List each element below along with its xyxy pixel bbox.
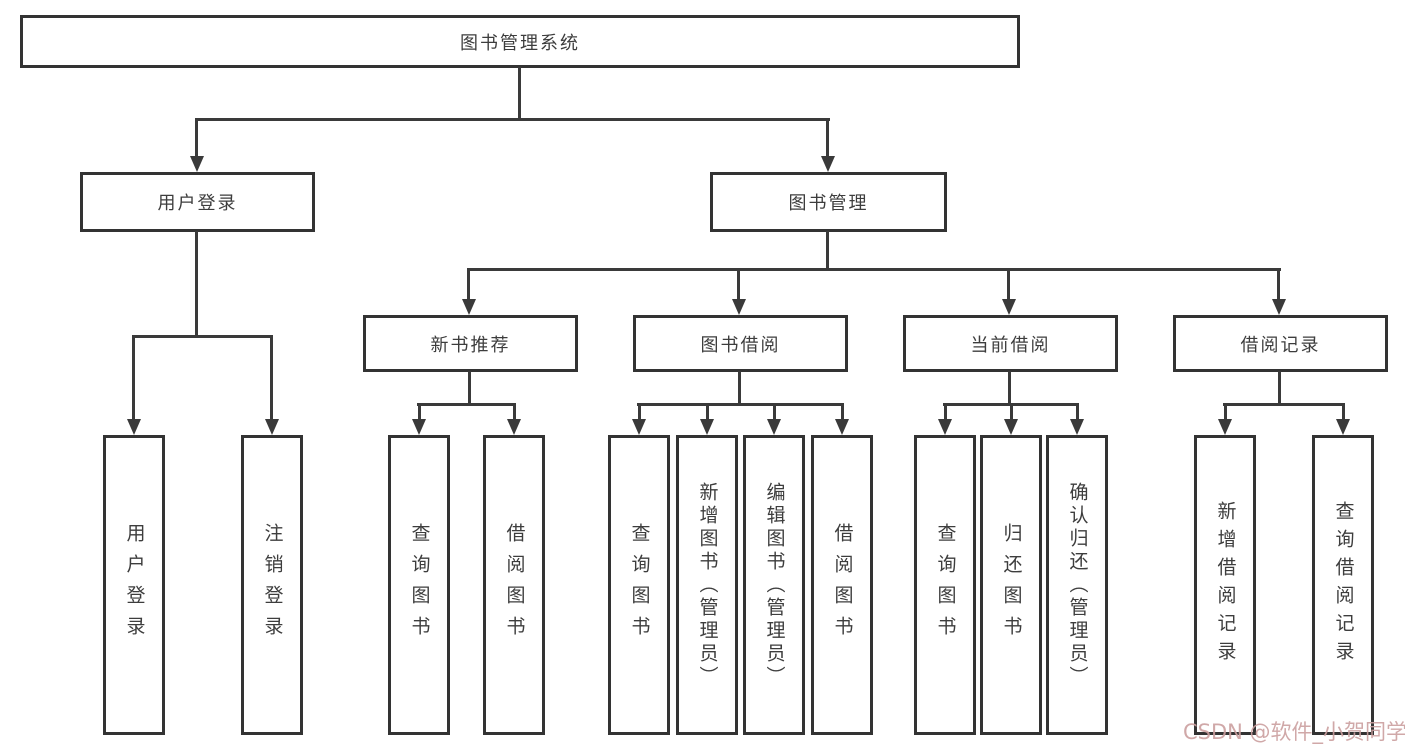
- node-book-management-label: 图书管理: [788, 193, 869, 214]
- arrow-down-icon: [127, 419, 141, 435]
- leaf-label: 编辑图书（管理员）: [763, 481, 786, 689]
- csdn-watermark: CSDN @软件_小贺同学: [1183, 720, 1405, 744]
- edge-current-borrow-stem: [1008, 371, 1011, 405]
- leaf-cb-confirm-return-admin: 确认归还（管理员）: [1046, 435, 1108, 735]
- edge-book-borrow-branch: [637, 403, 844, 406]
- arrow-down-icon: [1070, 419, 1084, 435]
- leaf-label: 注销登录: [261, 523, 284, 647]
- edge-book-management-branch: [467, 268, 1281, 271]
- edge-to-leaf: [1076, 403, 1079, 421]
- edge-to-leaf: [1010, 403, 1013, 421]
- leaf-label: 查询图书: [628, 523, 651, 647]
- node-current-borrow: 当前借阅: [903, 315, 1118, 372]
- edge-borrow-records-stem: [1278, 371, 1281, 405]
- edge-new-book-branch: [417, 403, 516, 406]
- leaf-label: 归还图书: [1000, 523, 1023, 647]
- leaf-user-login: 用户登录: [103, 435, 165, 735]
- node-borrow-records-label: 借阅记录: [1240, 334, 1321, 356]
- leaf-bb-query-books: 查询图书: [608, 435, 670, 735]
- edge-to-leaf: [132, 335, 135, 421]
- edge-borrow-records-branch: [1223, 403, 1345, 406]
- arrow-down-icon: [1272, 299, 1286, 315]
- edge-to-module: [737, 268, 740, 301]
- edge-to-leaf: [773, 403, 776, 421]
- node-user-login: 用户登录: [80, 172, 315, 232]
- node-book-borrow: 图书借阅: [633, 315, 848, 372]
- arrow-down-icon: [507, 419, 521, 435]
- root-node-label: 图书管理系统: [460, 32, 580, 54]
- arrow-down-icon: [1004, 419, 1018, 435]
- edge-to-module: [1007, 268, 1010, 301]
- node-new-book-recommend: 新书推荐: [363, 315, 578, 372]
- arrow-down-icon: [700, 419, 714, 435]
- leaf-label: 借阅图书: [831, 523, 854, 647]
- edge-to-leaf: [841, 403, 844, 421]
- arrow-down-icon: [1218, 419, 1232, 435]
- leaf-label: 查询图书: [934, 523, 957, 647]
- arrow-down-icon: [1002, 299, 1016, 315]
- leaf-nb-borrow-books: 借阅图书: [483, 435, 545, 735]
- leaf-label: 查询图书: [408, 523, 431, 647]
- arrow-down-icon: [938, 419, 952, 435]
- edge-to-leaf: [944, 403, 947, 421]
- edge-to-leaf: [418, 403, 421, 421]
- leaf-rec-query-record: 查询借阅记录: [1312, 435, 1374, 735]
- arrow-down-icon: [190, 156, 204, 172]
- edge-to-module: [467, 268, 470, 301]
- node-current-borrow-label: 当前借阅: [970, 334, 1051, 356]
- edge-user-login-stem: [195, 231, 198, 337]
- edge-to-leaf: [638, 403, 641, 421]
- edge-book-management-stem: [826, 231, 829, 270]
- edge-new-book-stem: [468, 371, 471, 405]
- node-user-login-label: 用户登录: [157, 193, 238, 214]
- node-borrow-records: 借阅记录: [1173, 315, 1388, 372]
- arrow-down-icon: [835, 419, 849, 435]
- leaf-bb-edit-books-admin: 编辑图书（管理员）: [743, 435, 805, 735]
- edge-user-login-branch: [132, 335, 273, 338]
- arrow-down-icon: [632, 419, 646, 435]
- leaf-logout: 注销登录: [241, 435, 303, 735]
- arrow-down-icon: [732, 299, 746, 315]
- node-new-book-recommend-label: 新书推荐: [430, 334, 511, 356]
- edge-to-module: [1277, 268, 1280, 301]
- leaf-label: 新增图书（管理员）: [696, 481, 719, 689]
- edge-book-borrow-stem: [738, 371, 741, 405]
- leaf-label: 用户登录: [123, 523, 146, 647]
- edge-to-leaf: [1342, 403, 1345, 421]
- leaf-rec-add-record: 新增借阅记录: [1194, 435, 1256, 735]
- edge-to-leaf: [513, 403, 516, 421]
- node-book-borrow-label: 图书借阅: [700, 334, 781, 356]
- edge-to-leaf: [1224, 403, 1227, 421]
- edge-to-user-login: [195, 118, 198, 158]
- arrow-down-icon: [462, 299, 476, 315]
- arrow-down-icon: [412, 419, 426, 435]
- leaf-label: 借阅图书: [503, 523, 526, 647]
- leaf-label: 新增借阅记录: [1214, 501, 1237, 669]
- leaf-bb-add-books-admin: 新增图书（管理员）: [676, 435, 738, 735]
- edge-to-leaf: [706, 403, 709, 421]
- edge-root-stem: [518, 67, 521, 120]
- leaf-label: 确认归还（管理员）: [1066, 481, 1089, 689]
- arrow-down-icon: [767, 419, 781, 435]
- arrow-down-icon: [821, 156, 835, 172]
- leaf-nb-query-books: 查询图书: [388, 435, 450, 735]
- root-node-library-system: 图书管理系统: [20, 15, 1020, 68]
- arrow-down-icon: [265, 419, 279, 435]
- edge-to-leaf: [270, 335, 273, 421]
- node-book-management: 图书管理: [710, 172, 947, 232]
- arrow-down-icon: [1336, 419, 1350, 435]
- edge-root-branch: [195, 118, 830, 121]
- leaf-cb-query-books: 查询图书: [914, 435, 976, 735]
- leaf-bb-borrow-books: 借阅图书: [811, 435, 873, 735]
- leaf-cb-return-books: 归还图书: [980, 435, 1042, 735]
- leaf-label: 查询借阅记录: [1332, 501, 1355, 669]
- edge-to-book-management: [826, 118, 829, 158]
